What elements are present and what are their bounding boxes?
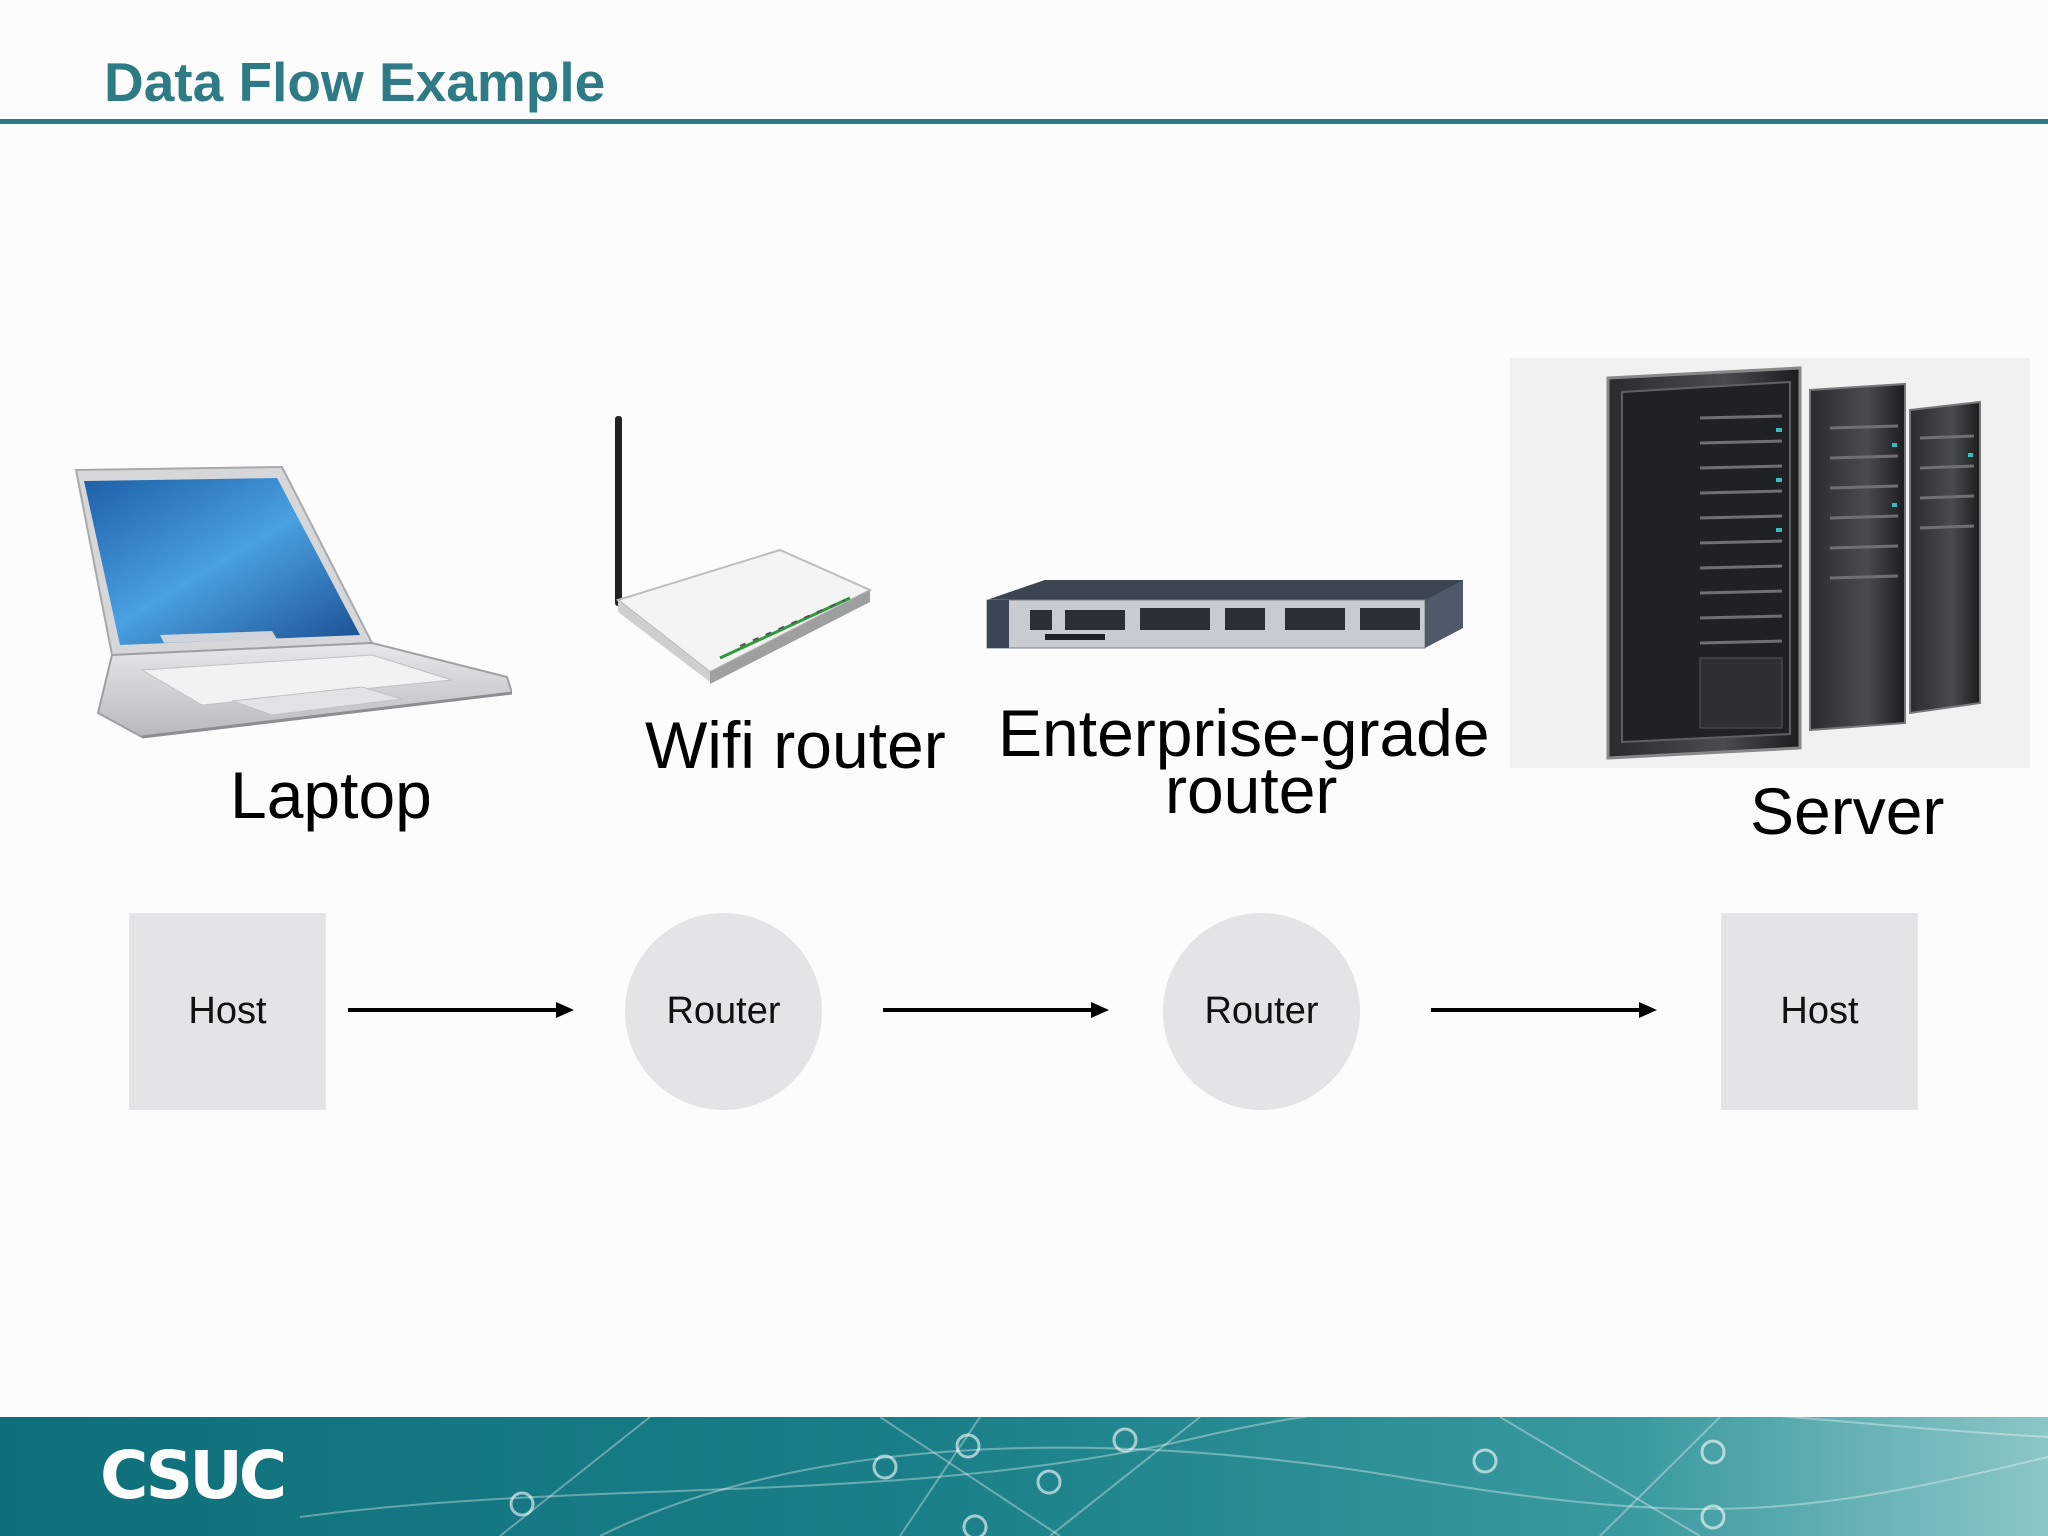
- flow-node-router-2: Router: [1163, 913, 1360, 1110]
- footer-banner: CSUC: [0, 1417, 2048, 1536]
- network-pattern-decoration: [299, 1417, 2048, 1536]
- flow-node-label: Host: [1780, 990, 1859, 1032]
- flow-arrow-1: [348, 1002, 574, 1018]
- enterprise-router-label-line2: router: [1165, 753, 1338, 827]
- flow-node-host-source: Host: [129, 913, 326, 1110]
- flow-arrow-2: [883, 1002, 1109, 1018]
- flow-node-label: Router: [1204, 990, 1319, 1032]
- wifi-router-icon: [600, 410, 880, 690]
- flow-node-label: Host: [188, 990, 267, 1032]
- flow-arrow-3: [1431, 1002, 1657, 1018]
- flow-node-router-1: Router: [625, 913, 822, 1110]
- laptop-label: Laptop: [230, 758, 432, 832]
- csuc-logo: CSUC: [100, 1437, 287, 1514]
- flow-node-host-destination: Host: [1721, 913, 1918, 1110]
- laptop-icon: [72, 465, 514, 745]
- server-label: Server: [1750, 774, 1945, 848]
- server-rack-icon: [1510, 358, 2030, 768]
- title-divider: [0, 119, 2048, 124]
- enterprise-router-icon: [985, 578, 1465, 688]
- slide-title: Data Flow Example: [104, 51, 606, 113]
- wifi-router-label: Wifi router: [645, 708, 946, 782]
- flow-node-label: Router: [666, 990, 781, 1032]
- enterprise-router-label-line1: Enterprise-grade: [998, 696, 1490, 770]
